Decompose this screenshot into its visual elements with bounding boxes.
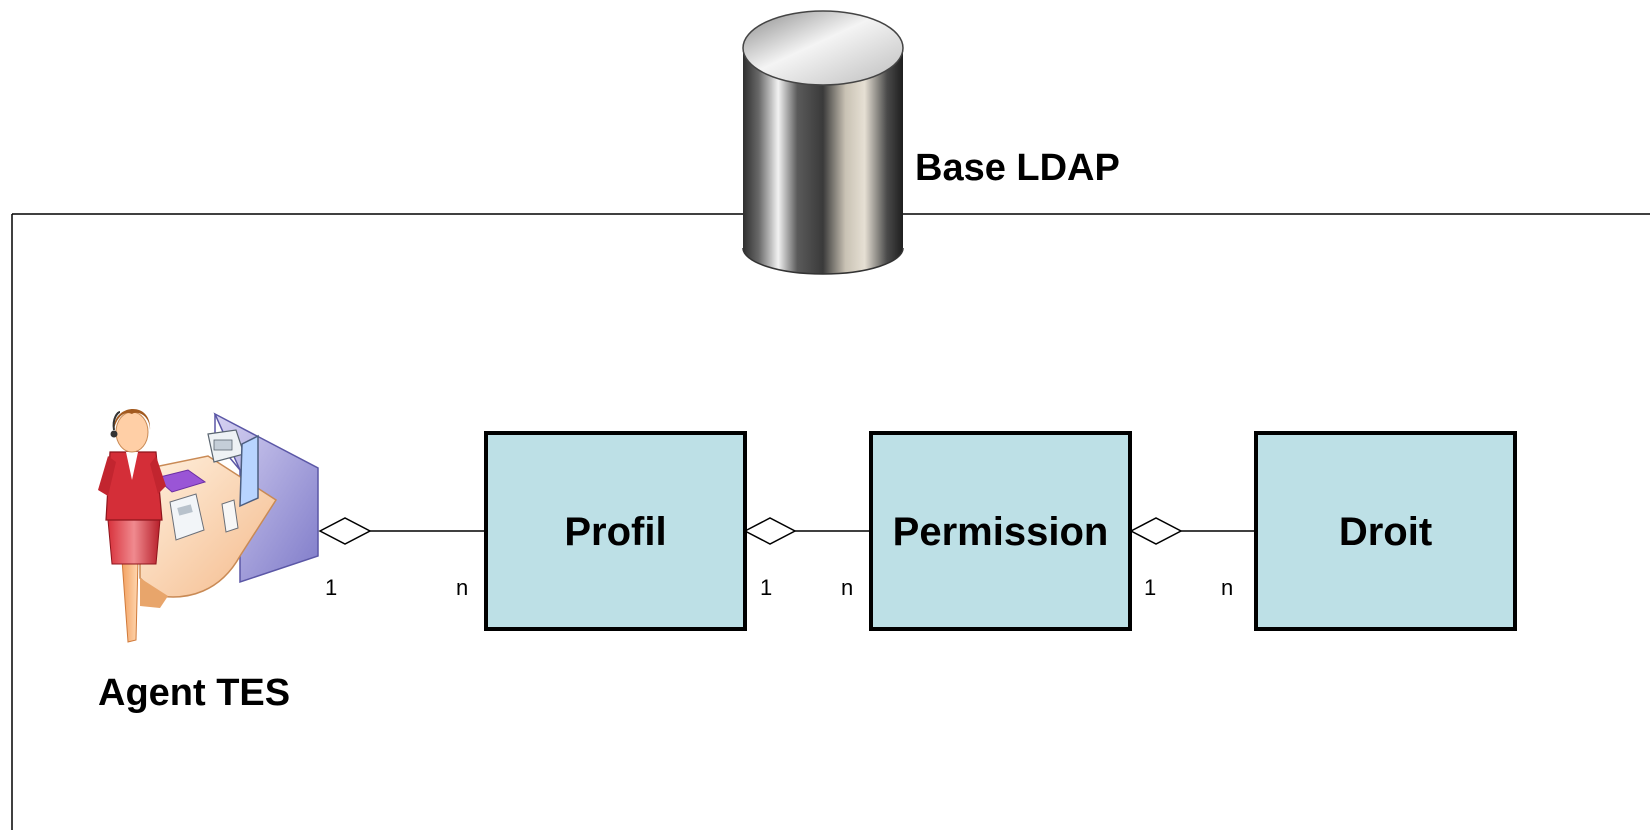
entity-box-droit bbox=[1254, 431, 1517, 631]
entity-label-profil: Profil bbox=[564, 510, 666, 554]
mult-agent-1: 1 bbox=[325, 575, 337, 600]
aggregation-diamond-permission bbox=[1129, 517, 1183, 545]
actor-label: Agent TES bbox=[98, 672, 290, 714]
entity-droit: Droit bbox=[1254, 431, 1517, 631]
entity-box-profil bbox=[484, 431, 747, 631]
entity-profil: Profil bbox=[484, 431, 747, 631]
mult-permission-1: 1 bbox=[1144, 575, 1156, 600]
entity-label-permission: Permission bbox=[893, 510, 1109, 554]
entity-permission: Permission bbox=[869, 431, 1132, 631]
mult-permission-n: n bbox=[841, 575, 853, 600]
mult-droit-n: n bbox=[1221, 575, 1233, 600]
multiplicity-labels: 1 n 1 n 1 n bbox=[325, 575, 1233, 600]
mult-profil-n: n bbox=[456, 575, 468, 600]
aggregation-diamond-agent bbox=[318, 517, 372, 545]
aggregation-diamond-profil bbox=[743, 517, 797, 545]
entity-box-permission bbox=[869, 431, 1132, 631]
aggregation-diamonds bbox=[318, 517, 1183, 545]
entity-label-droit: Droit bbox=[1339, 510, 1432, 554]
database-label: Base LDAP bbox=[915, 147, 1120, 189]
mult-profil-1: 1 bbox=[760, 575, 772, 600]
database-cylinder-icon bbox=[742, 10, 904, 275]
call-center-agent-icon bbox=[98, 408, 319, 643]
